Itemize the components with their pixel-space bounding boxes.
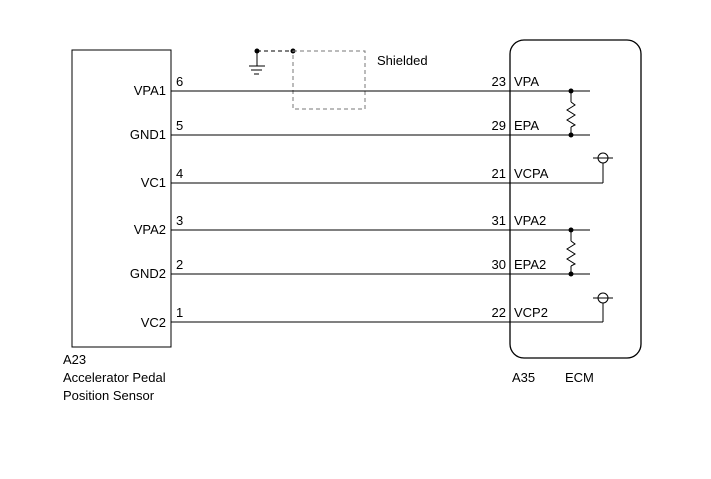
shield-label: Shielded <box>377 53 428 68</box>
sensor-pin-number: 1 <box>176 305 183 320</box>
sensor-connector-id: A23 <box>63 352 86 367</box>
sensor-name-line2: Position Sensor <box>63 388 155 403</box>
sensor-terminal-label: GND1 <box>130 127 166 142</box>
resistor-icon <box>566 88 577 138</box>
ecm-box <box>509 39 642 359</box>
sensor-terminal-label: VPA2 <box>134 222 166 237</box>
resistor-icon <box>566 227 577 277</box>
ecm-pin-number: 31 <box>492 213 506 228</box>
sensor-terminal-label: GND2 <box>130 266 166 281</box>
ground-icon <box>249 65 265 75</box>
shield-group: Shielded <box>249 48 428 110</box>
ecm-terminal-label: VCP2 <box>514 305 548 320</box>
ecm-connector-id: A35 <box>512 370 535 385</box>
ecm-pin-number: 22 <box>492 305 506 320</box>
ecm-pin-number: 29 <box>492 118 506 133</box>
ecm-terminal-label: VPA2 <box>514 213 546 228</box>
ecm-pin-number: 23 <box>492 74 506 89</box>
ecm-pin-number: 30 <box>492 257 506 272</box>
ecm-terminal-label: VPA <box>514 74 539 89</box>
sensor-name-line1: Accelerator Pedal <box>63 370 166 385</box>
sensor-terminal-label: VPA1 <box>134 83 166 98</box>
ecm-pin-number: 21 <box>492 166 506 181</box>
voltage-terminal-icon <box>593 292 613 322</box>
wires <box>171 90 603 323</box>
sensor-pin-number: 4 <box>176 166 183 181</box>
sensor-pin-number: 5 <box>176 118 183 133</box>
sensor-pin-number: 2 <box>176 257 183 272</box>
sensor-terminal-label: VC2 <box>141 315 166 330</box>
sensor-terminal-label: VC1 <box>141 175 166 190</box>
ecm-terminal-label: EPA <box>514 118 539 133</box>
voltage-terminal-icon <box>593 152 613 183</box>
shield-box <box>292 50 366 110</box>
ecm-terminal-label: EPA2 <box>514 257 546 272</box>
ecm-terminal-label: VCPA <box>514 166 549 181</box>
sensor-box <box>71 49 172 348</box>
ecm-name: ECM <box>565 370 594 385</box>
sensor-pin-number: 3 <box>176 213 183 228</box>
sensor-pin-number: 6 <box>176 74 183 89</box>
